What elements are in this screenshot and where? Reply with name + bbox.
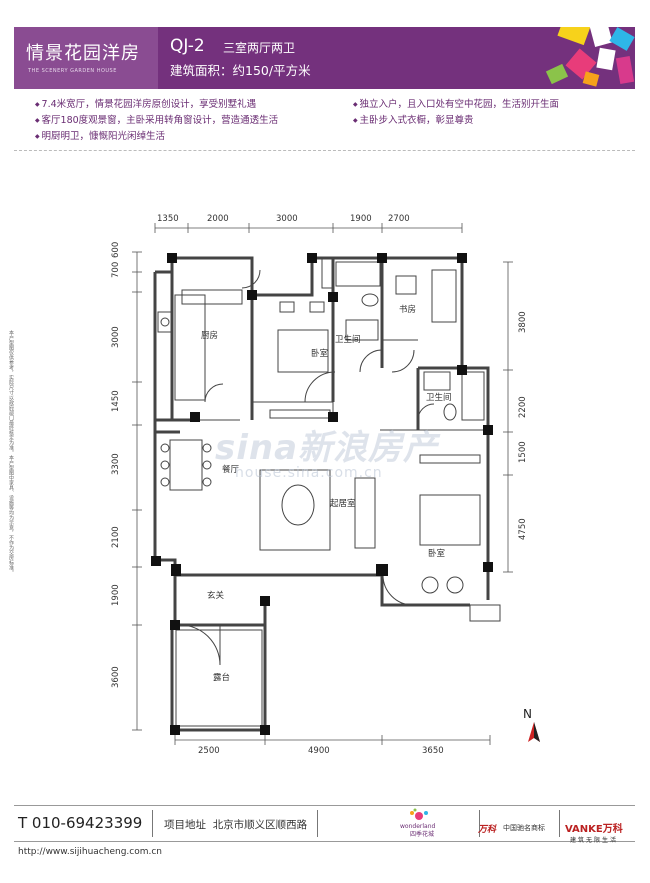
wonderland-logo: wonderland 四季花城: [398, 808, 440, 838]
plan-area: 建筑面积：约150/平方米: [170, 63, 311, 78]
room-kitchen: 厨房: [201, 330, 218, 341]
plan-code: QJ-2: [170, 36, 205, 56]
dim-right-1: 3800: [518, 311, 528, 333]
room-bedroom-1: 卧室: [311, 348, 329, 359]
room-dining: 餐厅: [222, 465, 240, 475]
disclaimer-note: 本户型图仅供参考，实际尺寸以政府部门最终核定为准。本户型图中家具、设施等均为示意…: [8, 330, 14, 575]
address-label: 项目地址: [164, 819, 206, 831]
dim-left-8: 3600: [111, 666, 121, 688]
dim-right-2: 2200: [518, 396, 528, 418]
room-foyer: 玄关: [207, 590, 225, 601]
dim-top-5: 2700: [388, 214, 410, 224]
north-label: N: [523, 707, 532, 721]
room-terrace: 露台: [213, 672, 230, 683]
dim-left-4: 1450: [111, 390, 121, 412]
section-divider: [14, 150, 635, 152]
dim-left-3: 3000: [111, 326, 121, 348]
plan-header: 情景花园洋房 THE SCENERY GARDEN HOUSE QJ-2 三室两…: [14, 27, 635, 89]
feature-item: 客厅180度观景窗，主卧采用转角窗设计，营造通透生活: [35, 112, 279, 126]
dim-left-2: 600: [111, 242, 121, 258]
logo-title: 情景花园洋房: [26, 43, 140, 64]
dim-left-5: 3300: [111, 453, 121, 475]
website-url: http://www.sijihuacheng.com.cn: [18, 847, 163, 857]
north-arrow-icon: [528, 722, 540, 742]
project-address: 项目地址 北京市顺义区顺西路: [164, 817, 307, 832]
dim-top-1: 1350: [157, 214, 179, 224]
dim-left-1: 700: [111, 262, 121, 278]
watermark-url: house.sina.com.cn: [235, 465, 383, 481]
footer-divider: [152, 810, 153, 837]
watermark: sina新浪房产: [215, 428, 439, 468]
feature-item: 独立入户，且入口处有空中花园，生活别开生面: [353, 96, 560, 110]
vanke-logo: VANKE万科: [565, 824, 623, 835]
dim-right-4: 4750: [518, 518, 528, 540]
room-bath-1: 卫生间: [335, 334, 361, 345]
room-study: 书房: [399, 304, 416, 315]
logo-subtitle: THE SCENERY GARDEN HOUSE: [28, 68, 117, 74]
dim-right-3: 1500: [518, 441, 528, 463]
dim-top-2: 2000: [207, 214, 229, 224]
footer-divider: [479, 810, 480, 837]
footer-bar: T 010-69423399 项目地址 北京市顺义区顺西路: [14, 805, 635, 842]
room-living: 起居室: [330, 498, 356, 509]
dim-left-6: 2100: [111, 526, 121, 548]
vanke-slogan: 建筑无限生活: [570, 837, 619, 844]
feature-item: 主卧步入式衣橱，彰显尊贵: [353, 112, 474, 126]
svg-text:四季花城: 四季花城: [410, 830, 434, 838]
room-bedroom-2: 卧室: [428, 548, 446, 559]
address-value: 北京市顺义区顺西路: [212, 819, 308, 831]
footer-divider: [317, 810, 318, 837]
dim-left-7: 1900: [111, 584, 121, 606]
footer-divider: [559, 810, 560, 837]
dim-bottom-3: 3650: [422, 746, 444, 756]
plan-type: 三室两厅两卫: [223, 41, 296, 55]
phone-number: T 010-69423399: [18, 814, 143, 832]
dim-top-3: 3000: [276, 214, 298, 224]
feature-item: 明厨明卫，慷慨阳光闲绰生活: [35, 128, 166, 142]
feature-item: 7.4米宽厅，情景花园洋房原创设计，享受别墅礼遇: [35, 96, 257, 110]
room-bath-2: 卫生间: [426, 392, 452, 403]
svg-text:wonderland: wonderland: [400, 823, 435, 830]
vanke-cn-logo: 万科: [478, 825, 497, 835]
dim-top-4: 1900: [350, 214, 372, 224]
dim-bottom-1: 2500: [198, 746, 220, 756]
trademark-note: 中国驰名商标: [503, 824, 545, 832]
dim-bottom-2: 4900: [308, 746, 330, 756]
project-logo: 情景花园洋房 THE SCENERY GARDEN HOUSE: [14, 27, 158, 89]
